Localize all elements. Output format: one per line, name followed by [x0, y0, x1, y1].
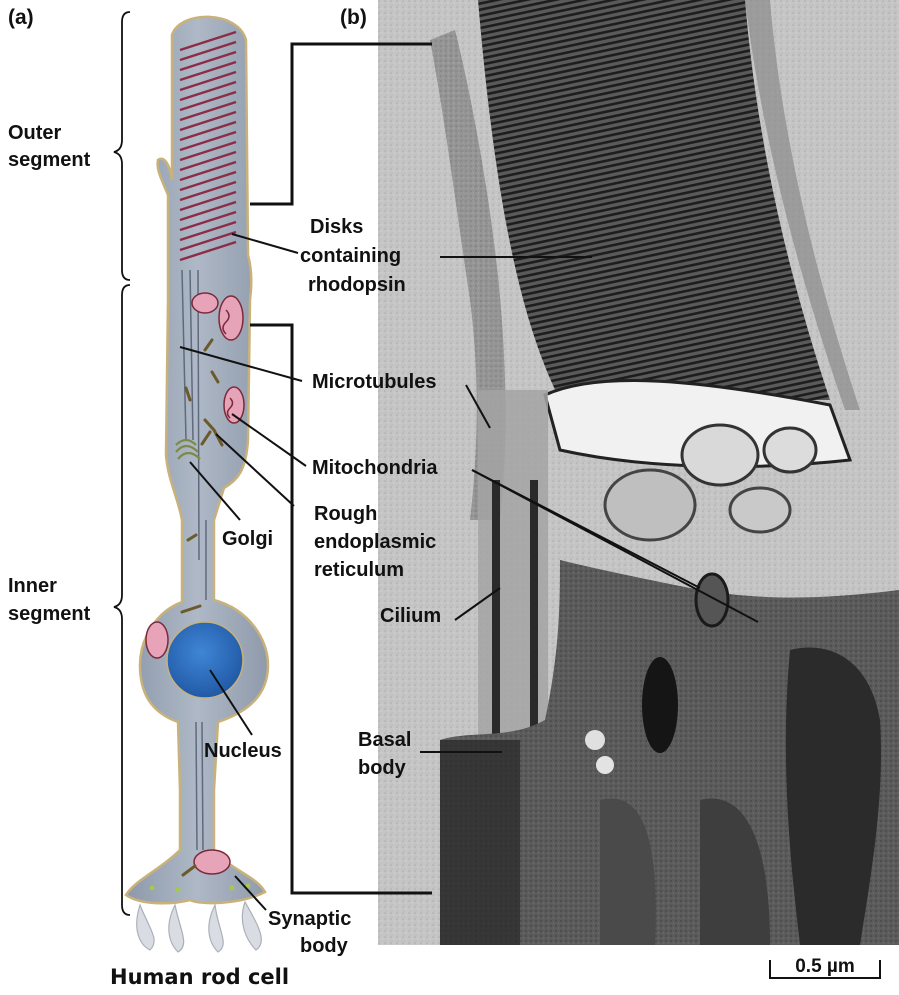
disks-label-line3: rhodopsin	[308, 274, 406, 296]
nucleus-leader	[209, 669, 253, 736]
microtubules-label: Microtubules	[312, 371, 436, 393]
synaptic-body-label-line2: body	[300, 935, 349, 957]
inner-segment-bracket	[250, 323, 432, 895]
figure-caption: Human rod cell	[110, 965, 289, 989]
basal-body-label-line2: body	[358, 757, 407, 779]
mitochondria-label: Mitochondria	[312, 457, 438, 479]
disks-label-line1: Disks	[310, 216, 363, 238]
outer-segment-label-line1: Outer	[8, 122, 62, 144]
synaptic-body-leader	[234, 875, 267, 911]
inner-segment-brace	[113, 284, 131, 916]
microtubules-leader-right	[465, 384, 491, 429]
cilium-leader	[454, 587, 501, 621]
golgi-leader	[189, 461, 241, 521]
segment-braces	[113, 11, 131, 916]
disk-stack	[179, 30, 237, 262]
organelle-marks	[180, 338, 224, 877]
nucleus-shape	[166, 621, 244, 699]
rough-er-leader	[215, 433, 295, 507]
scale-bar: 0.5 µm	[769, 956, 881, 979]
synaptic-terminals	[136, 900, 262, 953]
panel-b-label: (b)	[340, 6, 367, 29]
rough-er-label-line2: endoplasmic	[314, 531, 436, 553]
rough-er-label-line1: Rough	[314, 503, 377, 525]
nucleus-label: Nucleus	[204, 740, 282, 762]
microtubule-lines	[181, 269, 207, 851]
microtubules-leader-left	[179, 346, 303, 382]
cilium-label: Cilium	[380, 605, 441, 627]
inner-segment-label-line1: Inner	[8, 575, 57, 597]
mitochondria-leader-right-b	[471, 469, 759, 623]
outer-segment-label-line2: segment	[8, 149, 91, 171]
disks-label-line2: containing	[300, 245, 401, 267]
disks-leader-left	[231, 233, 299, 254]
golgi-label: Golgi	[222, 528, 273, 550]
basal-body-label-line1: Basal	[358, 729, 411, 751]
rod-cell-diagram	[124, 15, 270, 953]
inner-segment-label-line2: segment	[8, 603, 91, 625]
mitochondria-group	[145, 292, 245, 875]
leader-lines	[179, 233, 759, 911]
synaptic-body-label-line1: Synaptic	[268, 908, 351, 930]
rough-er-label-line3: reticulum	[314, 559, 404, 581]
electron-micrograph	[378, 0, 899, 945]
disk-bracket	[250, 42, 432, 206]
golgi-stack	[175, 438, 201, 460]
panel-a-label: (a)	[8, 6, 34, 29]
mitochondria-leader-left	[231, 413, 307, 467]
scale-bar-label: 0.5 µm	[795, 956, 855, 977]
outer-segment-brace	[113, 11, 131, 281]
panel-connectors	[250, 42, 432, 895]
